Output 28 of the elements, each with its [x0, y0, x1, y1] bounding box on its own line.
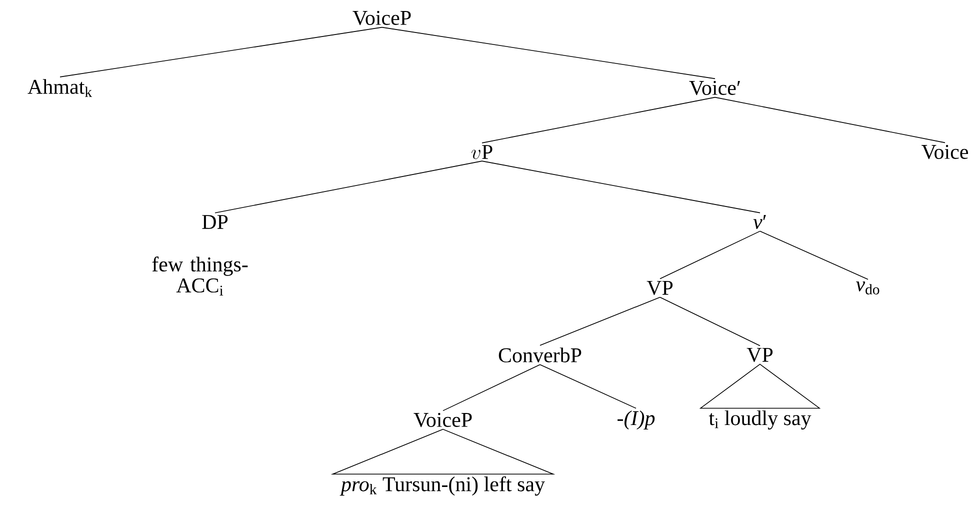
- tree-label: v$_{do}$: [856, 282, 880, 294]
- tree-label: VoiceP: [352, 10, 411, 26]
- tree-label: few things-ACC$_{i}$: [152, 256, 248, 296]
- branch-line: [482, 160, 760, 214]
- branch-line: [540, 296, 660, 346]
- branch-line: [60, 26, 382, 78]
- tree-label: VoiceP: [414, 412, 472, 428]
- tree-label: Voice′: [689, 80, 740, 96]
- tree-label: ConverbP: [498, 348, 582, 362]
- tree-label: VP: [746, 348, 773, 362]
- branch-line: [660, 230, 760, 280]
- branch-line: [442, 364, 540, 412]
- tree-label: Ahmat$_{k}$: [28, 79, 92, 97]
- tree-label: VP: [646, 280, 673, 296]
- branch-line: [540, 364, 636, 409]
- tree-label: Voice: [922, 144, 968, 160]
- branch-line: [714, 96, 946, 144]
- tree-label: v′: [753, 215, 766, 229]
- tree-label: DP: [202, 215, 228, 229]
- branch-line: [382, 26, 716, 80]
- branch-line: [214, 160, 482, 214]
- tree-label: pro$_{k}$ Tursun-(ni) left say: [340, 476, 545, 496]
- tree-label: t$_{i}$ loudly say: [708, 410, 812, 430]
- branch-line: [760, 230, 868, 280]
- branch-line: [482, 96, 716, 144]
- tree-label: -(I)p: [618, 410, 655, 430]
- branch-line: [660, 296, 760, 346]
- tree-label: $v\mathrm{P}$: [471, 145, 492, 160]
